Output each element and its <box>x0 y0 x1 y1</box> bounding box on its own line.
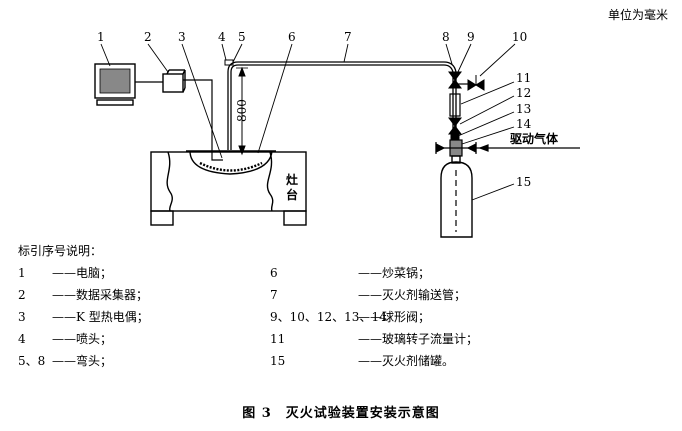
legend-desc: ——球形阀； <box>358 310 431 324</box>
delivery-pipe <box>227 61 457 150</box>
legend-num: 2 <box>18 288 26 302</box>
computer <box>94 63 136 106</box>
wok <box>186 150 276 175</box>
apparatus-diagram: 800 驱动气体 <box>94 30 580 238</box>
agent-tank <box>440 155 473 238</box>
legend-num: 3 <box>18 310 26 324</box>
callout-8: 8 <box>442 30 450 44</box>
legend-desc: ——喷头； <box>52 332 113 346</box>
callout-5: 5 <box>238 30 246 44</box>
legend-desc: ——弯头； <box>52 354 113 368</box>
callout-9: 9 <box>467 30 475 44</box>
legend-desc: ——电脑； <box>52 266 113 280</box>
tank-valve-block <box>435 139 580 157</box>
valve-9 <box>448 71 462 89</box>
valve-13 <box>450 133 460 141</box>
legend-num: 15 <box>270 354 286 368</box>
callout-3: 3 <box>178 30 186 44</box>
dimension-label: 800 <box>235 99 249 122</box>
legend-desc: ——灭火剂输送管； <box>358 288 467 302</box>
flowmeter <box>449 93 461 117</box>
thermocouple-wire <box>183 79 223 161</box>
callout-numbers: 1 2 3 4 5 6 7 8 9 10 11 12 13 14 15 <box>97 30 532 189</box>
callout-1: 1 <box>97 30 105 44</box>
legend-title: 标引序号说明： <box>18 244 103 258</box>
callout-6: 6 <box>288 30 296 44</box>
callout-4: 4 <box>218 30 226 44</box>
legend-num: 11 <box>270 332 286 346</box>
gas-label: 驱动气体 <box>510 131 559 146</box>
units-note: 单位为毫米 <box>607 8 668 22</box>
legend-num: 7 <box>270 288 278 302</box>
dimension-800 <box>236 66 248 156</box>
nozzle <box>224 59 234 66</box>
stove-label-2: 台 <box>286 187 298 202</box>
callout-15: 15 <box>516 175 531 189</box>
stove-label-1: 灶 <box>286 172 298 187</box>
valve-10 <box>456 75 485 91</box>
callout-12: 12 <box>516 86 531 100</box>
legend-num: 9、10、12、13、14 <box>270 310 387 324</box>
callout-7: 7 <box>344 30 352 44</box>
legend-desc: ——灭火剂储罐。 <box>358 354 455 368</box>
callout-13: 13 <box>516 102 531 116</box>
legend-desc: ——玻璃转子流量计； <box>358 332 479 346</box>
legend-desc: ——数据采集器； <box>52 288 149 302</box>
legend-num: 6 <box>270 266 278 280</box>
callout-14: 14 <box>516 117 532 131</box>
valve-12 <box>448 117 462 135</box>
figure-caption: 图 3 灭火试验装置安装示意图 <box>242 406 440 421</box>
stove <box>150 151 307 226</box>
legend-num: 1 <box>18 266 26 280</box>
legend-num: 4 <box>18 332 26 346</box>
callout-11: 11 <box>516 71 531 85</box>
leader-lines <box>100 43 516 201</box>
legend-desc: ——炒菜锅； <box>358 266 431 280</box>
legend-desc: ——K 型热电偶； <box>52 310 149 324</box>
callout-2: 2 <box>144 30 152 44</box>
callout-10: 10 <box>512 30 527 44</box>
legend-num: 5、8 <box>18 354 46 368</box>
data-collector <box>162 69 186 93</box>
